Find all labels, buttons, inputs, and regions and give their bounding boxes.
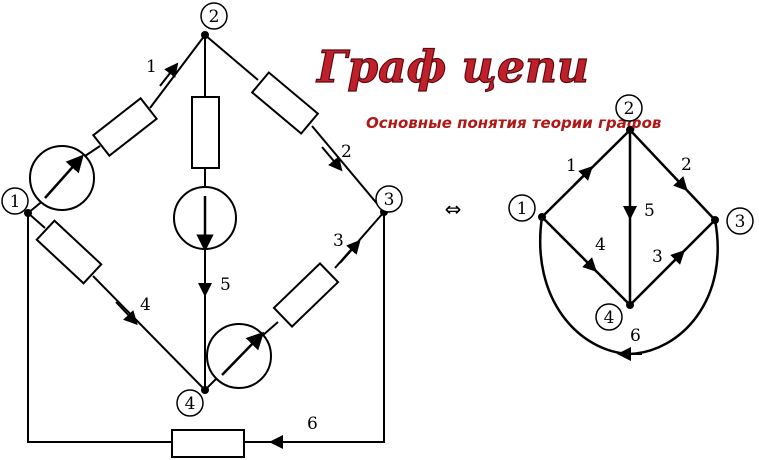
resistor-branch2: [250, 71, 320, 135]
circuit-node-2-label: 2: [209, 7, 220, 27]
circuit-branch-6-label: 6: [307, 414, 318, 434]
graph-node-3: 3: [711, 207, 754, 235]
page-title: Граф цепи: [315, 42, 589, 93]
circuit-node-4: 4: [176, 386, 209, 417]
graph-node-3-label: 3: [735, 212, 746, 232]
graph-edge-3-arrow-icon: [665, 250, 685, 270]
graph-branch-3-label: 3: [652, 247, 663, 267]
source3-arrow-icon: [221, 331, 265, 376]
page-subtitle: Основные понятия теории графов: [366, 114, 661, 132]
circuit-branch-1-label: 1: [146, 57, 157, 77]
graph-branch-4-label: 4: [595, 235, 606, 255]
graph-node-4: 4: [595, 301, 634, 331]
source1-arrow-icon: [44, 154, 84, 199]
graph-branch-2-label: 2: [681, 155, 692, 175]
resistor-branch3: [272, 262, 340, 328]
resistor-branch6: [171, 429, 245, 458]
branch3-arrow-icon: [339, 239, 361, 264]
wire-source3-to-resistor3: [261, 321, 279, 337]
branch2-arrow-icon: [321, 146, 343, 172]
graph-edge-2-arrow-icon: [667, 169, 688, 192]
circuit-branch-2-label: 2: [341, 142, 352, 162]
circuit-node-3: 3: [375, 185, 403, 216]
graph-node-1: 1: [508, 194, 546, 222]
circuit-node-1: 1: [1, 187, 32, 217]
resistor-branch4: [35, 219, 103, 285]
wire-branch6-left: [27, 213, 172, 443]
graph-node-1-label: 1: [517, 199, 528, 219]
graph-node-4-label: 4: [604, 308, 615, 328]
graph-branch-6-label: 6: [630, 326, 641, 346]
circuit-branch-3-label: 3: [333, 231, 344, 251]
wire-branch6-right: [244, 212, 385, 443]
wire-resistor2-to-node3: [311, 125, 385, 213]
circuit-node-1-label: 1: [10, 192, 21, 212]
wire-node2-to-resistor2: [204, 34, 259, 81]
circuit-branch-5-label: 5: [220, 275, 231, 295]
resistor-branch5: [191, 96, 220, 169]
graph-edge-4-arrow-icon: [576, 251, 597, 272]
graph-branch-1-label: 1: [566, 156, 577, 176]
graph-branch-5-label: 5: [644, 201, 655, 221]
equivalence-icon: ⇔: [445, 197, 462, 221]
graph-edge-1-arrow-icon: [573, 166, 593, 186]
branch4-arrow-icon: [115, 301, 138, 326]
circuit-node-2: 2: [200, 2, 228, 39]
resistor-branch1: [91, 96, 159, 158]
graph-node-2: 2: [615, 94, 643, 134]
wire-resistor4-to-node4: [92, 275, 206, 391]
circuit-node-4-label: 4: [185, 394, 196, 414]
circuit-node-3-label: 3: [384, 190, 395, 210]
circuit-branch-4-label: 4: [140, 295, 151, 315]
branch1-arrow-icon: [159, 62, 179, 87]
graph-node-2-label: 2: [624, 99, 635, 119]
